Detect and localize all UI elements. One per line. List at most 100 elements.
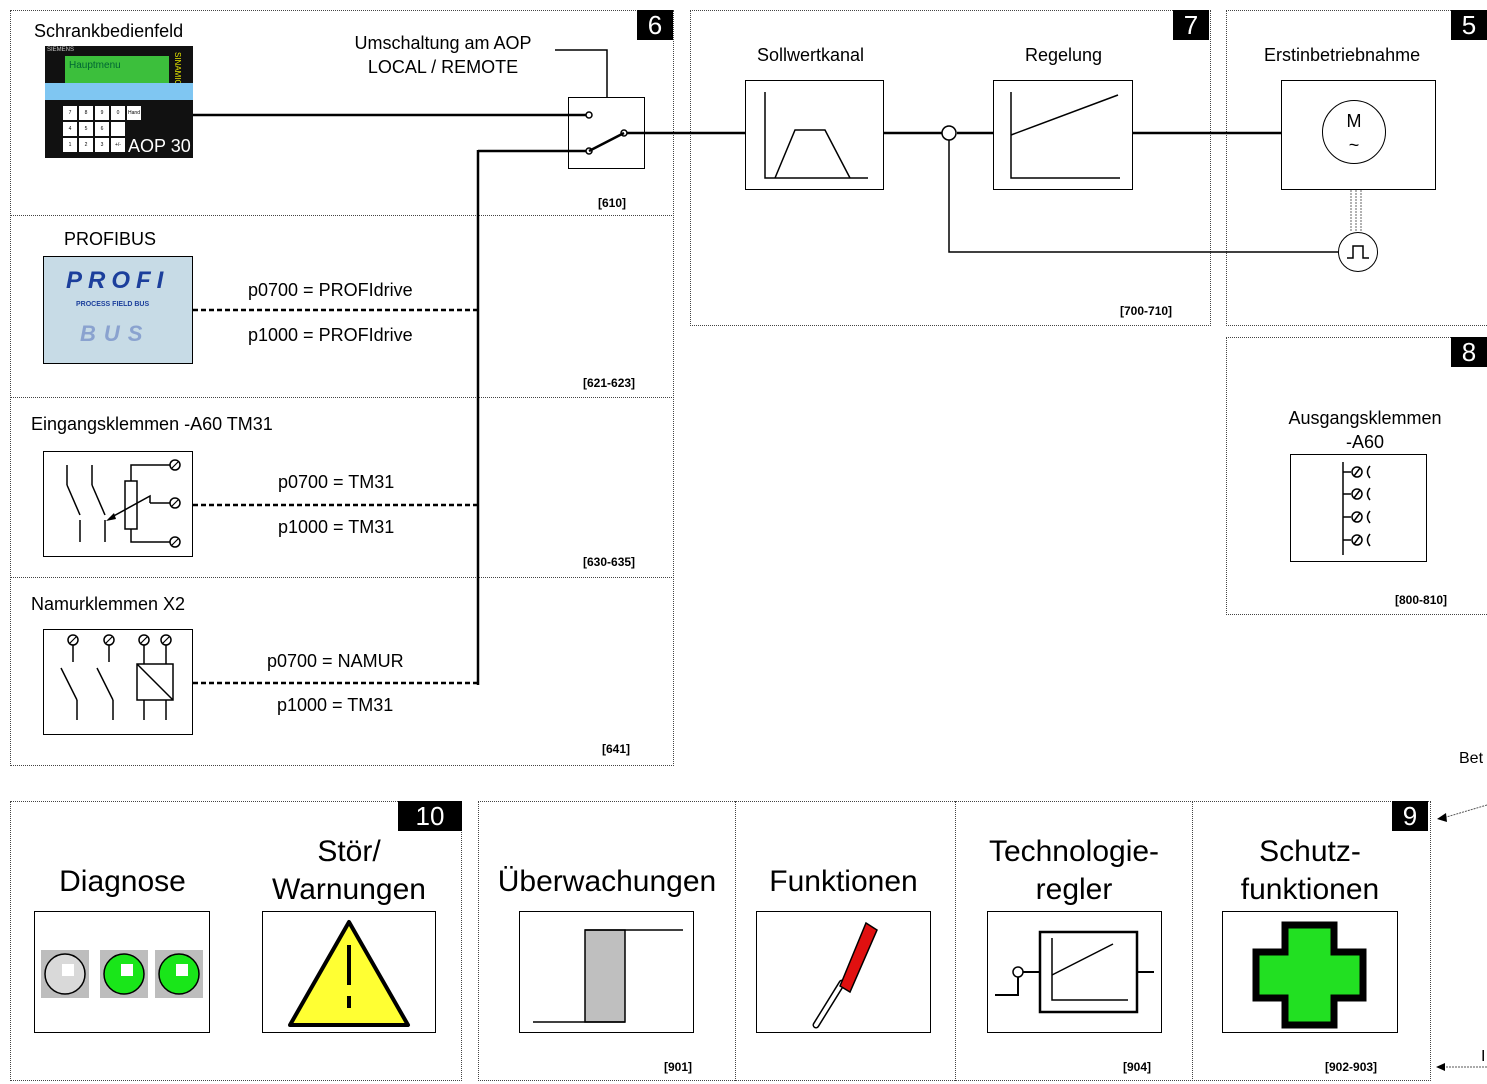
aop-key[interactable]: 9 [95, 106, 109, 120]
sollwertkanal-block [745, 80, 884, 190]
schutzfunktionen-title-2: funktionen [1240, 873, 1380, 906]
aop-key[interactable]: 8 [79, 106, 93, 120]
ref-630-635: [630-635] [583, 555, 636, 569]
section-10-number: 10 [398, 801, 462, 831]
section-6-divider-2 [10, 397, 674, 398]
namur-title: Namurklemmen X2 [31, 594, 186, 614]
ueberwachungen-title: Überwachungen [497, 865, 717, 898]
tm31-p1000: p1000 = TM31 [278, 517, 395, 537]
switch-label-line2: LOCAL / REMOTE [367, 57, 519, 77]
profibus-title: PROFIBUS [64, 229, 157, 249]
section-9-divider-2 [955, 801, 956, 1081]
ausgangsklemmen-title-2: -A60 [1345, 432, 1385, 452]
aop-brand: SIEMENS [47, 47, 75, 53]
encoder-icon [1338, 232, 1378, 272]
funktionen-title: Funktionen [769, 865, 918, 898]
section-5-panel [1226, 10, 1487, 326]
regelung-title: Regelung [1025, 45, 1103, 65]
aop-key[interactable]: 3 [95, 138, 109, 152]
sollwertkanal-title: Sollwertkanal [757, 45, 865, 65]
stoer-title-2: Warnungen [272, 873, 426, 906]
aop-key[interactable]: 1 [63, 138, 77, 152]
ref-800-810: [800-810] [1395, 593, 1448, 607]
profibus-p0700: p0700 = PROFIdrive [248, 280, 413, 300]
namur-p1000: p1000 = TM31 [277, 695, 394, 715]
ref-641: [641] [602, 742, 631, 756]
profibus-logo: PROFI PROCESS FIELD BUS BUS [43, 256, 193, 364]
diagnose-title: Diagnose [59, 865, 186, 898]
section-9-panel [478, 801, 1431, 1081]
section-9-divider-1 [735, 801, 736, 1081]
aop-key[interactable]: Hand Remote [127, 106, 141, 120]
aop-key[interactable]: 6 [95, 122, 109, 136]
aop-key[interactable]: 5 [79, 122, 93, 136]
aop-key[interactable]: 2 [79, 138, 93, 152]
aop-side-text: SINAMICS [173, 52, 182, 91]
ref-901: [901] [664, 1060, 693, 1074]
section-9-number: 9 [1392, 801, 1428, 831]
schutzfunktionen-title-1: Schutz- [1259, 835, 1361, 868]
ref-902-903: [902-903] [1325, 1060, 1378, 1074]
section-6-panel [10, 10, 674, 766]
ref-610: [610] [598, 196, 627, 210]
motor-symbol [1322, 100, 1386, 164]
aop-blue-stripe [45, 83, 193, 100]
section-6-divider-3 [10, 577, 674, 578]
section-10-panel [10, 801, 462, 1081]
tm31-p0700: p0700 = TM31 [278, 472, 395, 492]
aop-key[interactable]: 0 [111, 106, 125, 120]
tm31-terminal-symbol [43, 451, 193, 557]
profibus-logo-mid: PROCESS FIELD BUS [76, 301, 150, 308]
profibus-logo-bottom: BUS [80, 321, 151, 346]
aop-title: Schrankbedienfeld [34, 21, 184, 41]
section-6-divider-1 [10, 215, 674, 216]
section-7-number: 7 [1173, 10, 1209, 40]
switch-label-line1: Umschaltung am AOP [354, 33, 532, 53]
aop-label: AOP 30 [128, 136, 191, 156]
ref-904: [904] [1123, 1060, 1152, 1074]
aop-key[interactable]: 4 [63, 122, 77, 136]
section-5-number: 5 [1451, 10, 1487, 40]
section-8-number: 8 [1451, 337, 1487, 367]
aop-key[interactable] [111, 122, 125, 136]
tm31-title: Eingangsklemmen -A60 TM31 [31, 414, 273, 434]
output-terminal-block [1290, 454, 1427, 562]
technologieregler-title-2: regler [1035, 873, 1113, 906]
section-7-panel [690, 10, 1211, 326]
profibus-p1000: p1000 = PROFIdrive [248, 325, 413, 345]
stoer-title-1: Stör/ [317, 835, 381, 868]
aop-screen-text: Hauptmenu [69, 60, 121, 71]
technologieregler-title-1: Technologie- [988, 835, 1160, 868]
profibus-logo-top: PROFI [66, 267, 170, 294]
aop-key[interactable]: +/- [111, 138, 125, 152]
motor-m-label: M [1346, 111, 1362, 131]
edge-text-bet: Bet [1459, 750, 1484, 767]
namur-p0700: p0700 = NAMUR [267, 651, 404, 671]
section-8-panel [1226, 337, 1487, 615]
aop-key[interactable]: 7 [63, 106, 77, 120]
funktionen-icon-frame [756, 911, 931, 1033]
ref-700-710: [700-710] [1120, 304, 1173, 318]
ausgangsklemmen-title-1: Ausgangsklemmen [1288, 408, 1442, 428]
ref-621-623: [621-623] [583, 376, 636, 390]
erstinbetriebnahme-title: Erstinbetriebnahme [1264, 45, 1421, 65]
edge-text-b: I [1481, 1048, 1486, 1065]
section-9-divider-3 [1192, 801, 1193, 1081]
motor-tilde-label: ~ [1348, 135, 1360, 155]
section-6-number: 6 [637, 10, 673, 40]
